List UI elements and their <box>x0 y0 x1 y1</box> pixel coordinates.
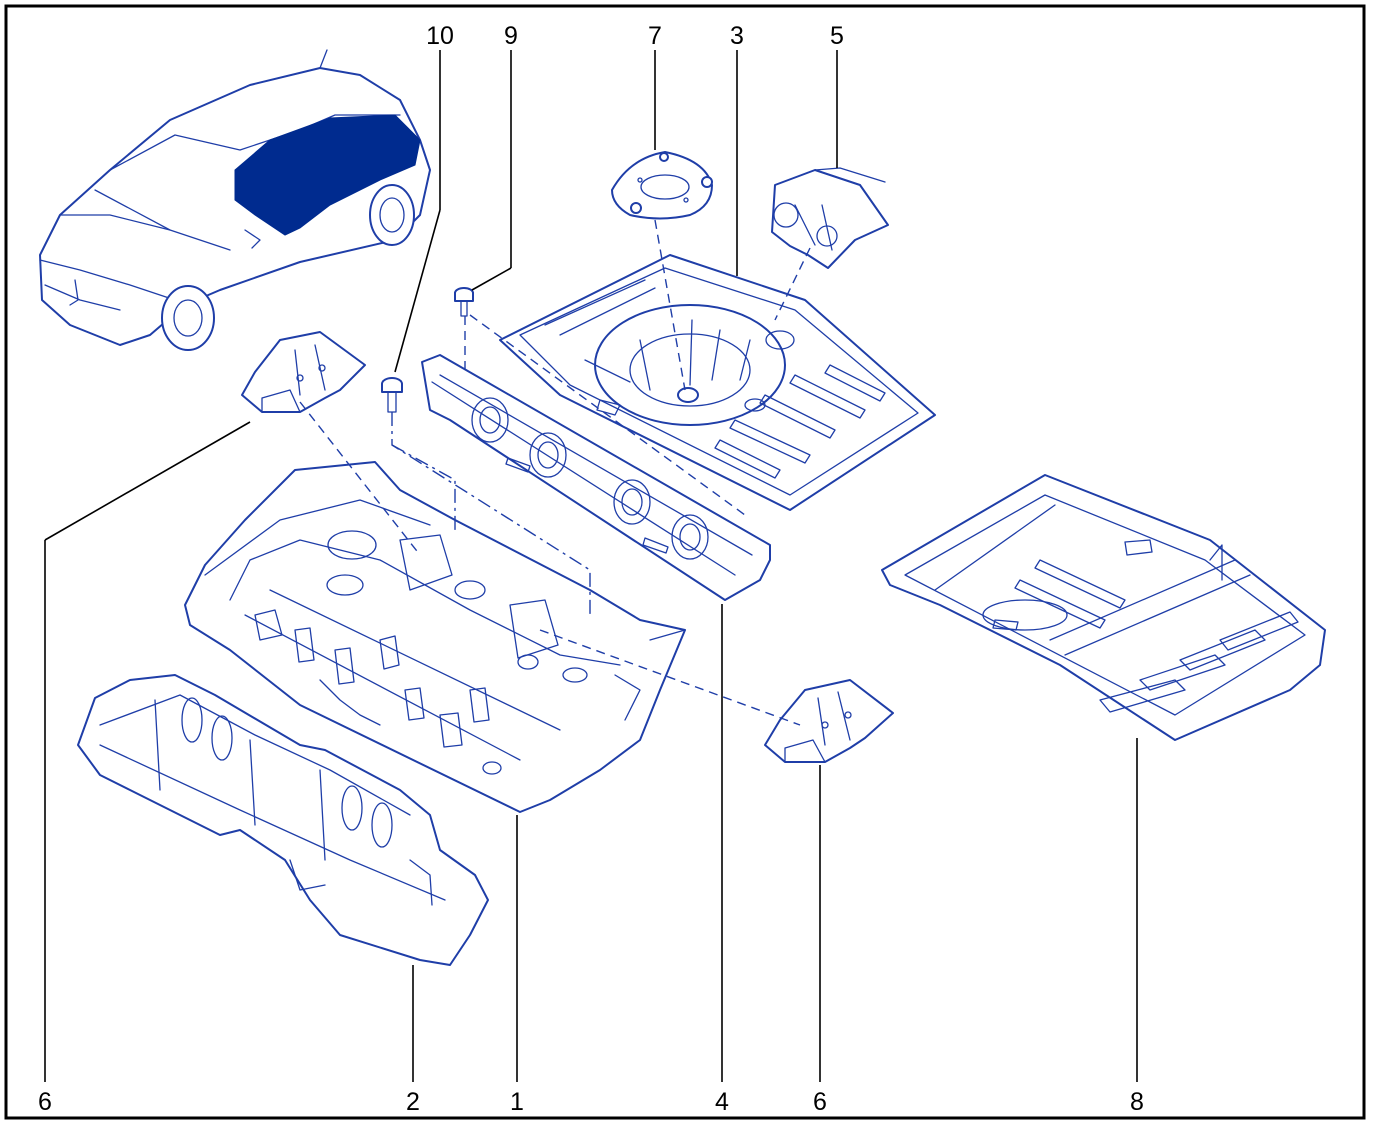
part-7-cover-plate <box>611 151 713 220</box>
part-2-underbody-shield <box>77 674 489 966</box>
part-1-main-floor <box>184 461 686 813</box>
callout-7: 7 <box>648 22 662 50</box>
callout-6-right: 6 <box>813 1088 827 1116</box>
callout-1: 1 <box>510 1088 524 1116</box>
part-4-cross-member <box>421 354 771 601</box>
callout-10: 10 <box>426 22 454 50</box>
part-6-right-bracket <box>764 679 894 763</box>
part-3-rear-floor-pan <box>499 254 936 511</box>
part-6-left-bracket <box>241 331 366 413</box>
part-9-bolt <box>454 287 474 317</box>
callout-5: 5 <box>830 22 844 50</box>
diagram-frame <box>4 4 1366 1120</box>
part-8-trunk-floor <box>881 474 1326 741</box>
callout-6-left: 6 <box>38 1088 52 1116</box>
callout-numbers: 10 9 7 3 5 6 2 1 4 6 8 <box>38 22 1144 1116</box>
callout-3: 3 <box>730 22 744 50</box>
part-5-arch-bracket <box>771 167 889 269</box>
callout-leaders <box>44 50 1138 1082</box>
vehicle-locator-illustration <box>39 49 431 351</box>
callout-9: 9 <box>504 22 518 50</box>
callout-8: 8 <box>1130 1088 1144 1116</box>
highlighted-floor-area <box>234 114 421 236</box>
callout-4: 4 <box>715 1088 729 1116</box>
callout-2: 2 <box>406 1088 420 1116</box>
assembly-guide-lines <box>299 219 811 726</box>
part-10-bolt <box>381 377 403 413</box>
